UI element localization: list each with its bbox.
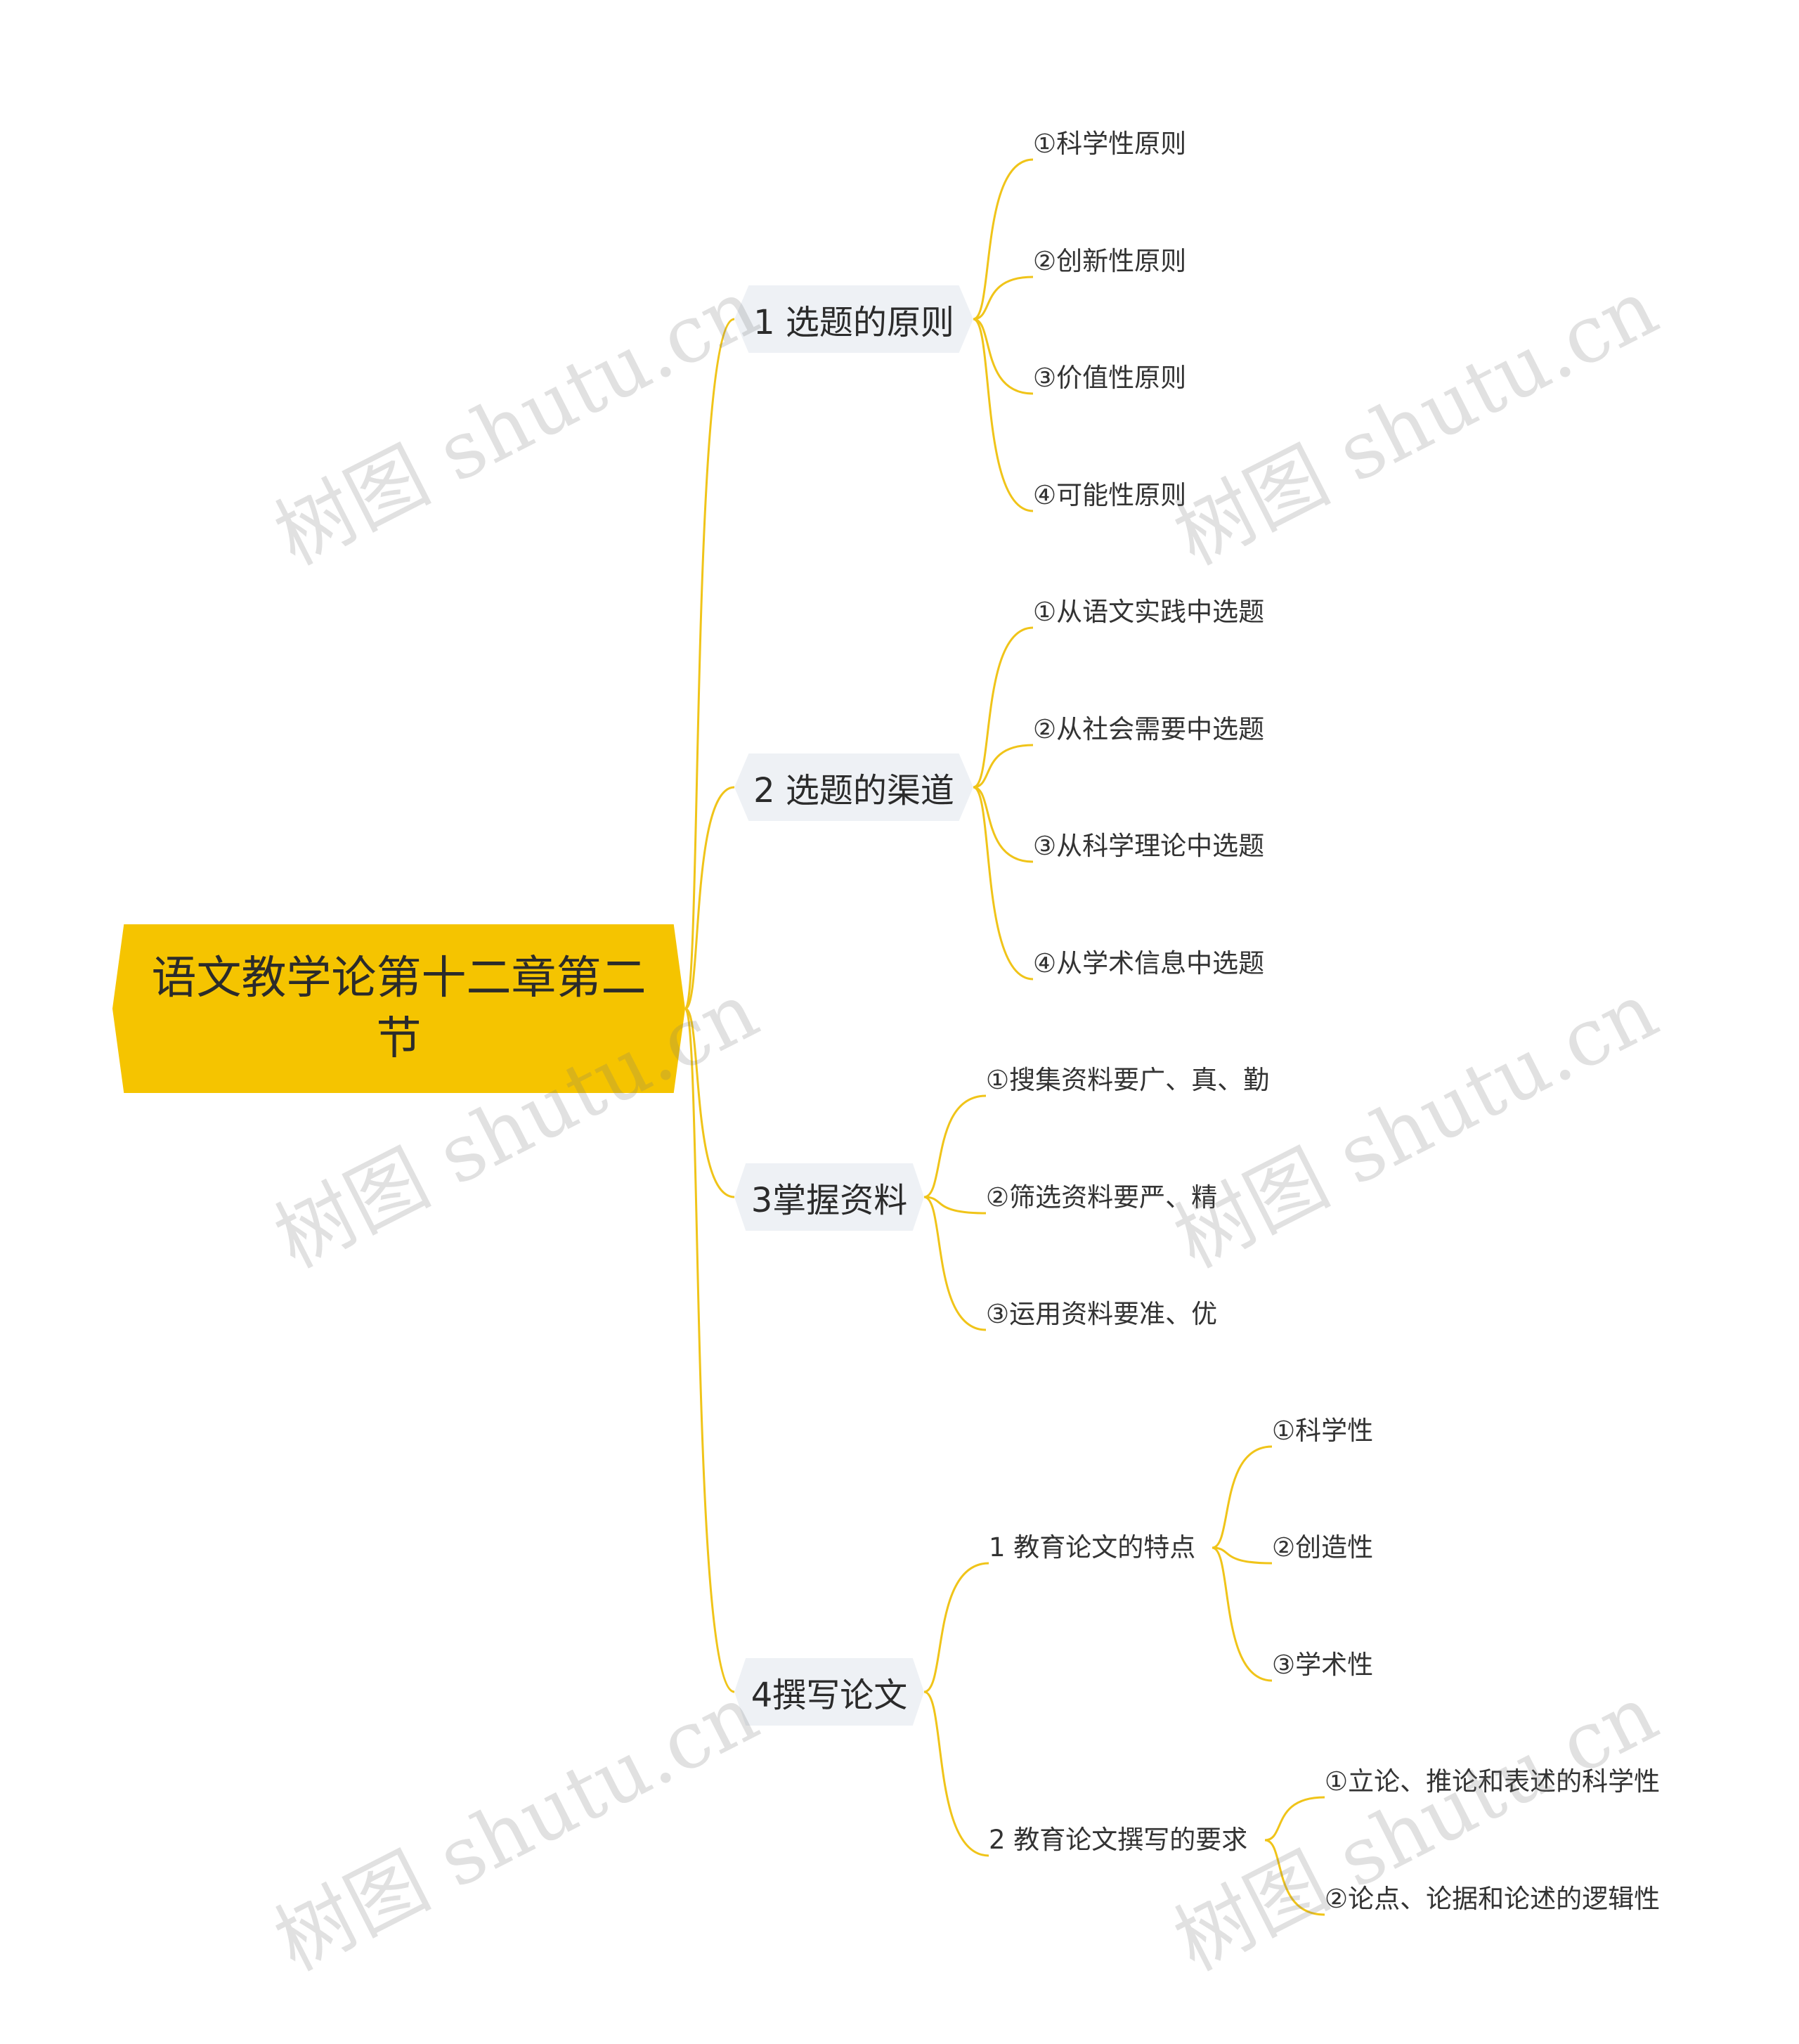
link-leaf-1-4 bbox=[973, 318, 1034, 512]
link-leaf-3-1 bbox=[923, 1094, 987, 1198]
leaf-3-2[interactable]: ②筛选资料要严、精 bbox=[986, 1182, 1218, 1212]
leaf-4-1-1[interactable]: ①科学性 bbox=[1272, 1416, 1374, 1446]
link-leaf-2-1 bbox=[973, 626, 1034, 789]
link-leaf-4-1-3 bbox=[1212, 1546, 1273, 1682]
leaf-4-2-1[interactable]: ①立论、推论和表述的科学性 bbox=[1325, 1766, 1661, 1797]
leaf-4-1-3[interactable]: ③学术性 bbox=[1272, 1650, 1374, 1680]
branch-node-4[interactable]: 4撰写论文 bbox=[734, 1658, 924, 1726]
leaf-2-1[interactable]: ①从语文实践中选题 bbox=[1033, 597, 1265, 627]
link-leaf-4-1-1 bbox=[1212, 1445, 1273, 1549]
sub-node-4-1[interactable]: 1 教育论文的特点 bbox=[989, 1532, 1196, 1563]
link-root-branch-1 bbox=[684, 318, 735, 1010]
link-leaf-2-4 bbox=[973, 786, 1034, 981]
branch-label-3: 3掌握资料 bbox=[751, 1181, 908, 1220]
leaf-3-3[interactable]: ③运用资料要准、优 bbox=[986, 1299, 1218, 1329]
link-root-branch-3 bbox=[684, 1007, 735, 1198]
link-root-branch-4 bbox=[684, 1007, 735, 1693]
root-title: 语文教学论第十二章第二节 bbox=[151, 952, 647, 1065]
leaf-2-3[interactable]: ③从科学理论中选题 bbox=[1033, 831, 1265, 861]
leaf-2-4[interactable]: ④从学术信息中选题 bbox=[1033, 948, 1265, 978]
link-leaf-1-1 bbox=[973, 158, 1034, 321]
leaf-1-2[interactable]: ②创新性原则 bbox=[1033, 246, 1187, 276]
leaf-4-2-2[interactable]: ②论点、论据和论述的逻辑性 bbox=[1325, 1884, 1661, 1914]
leaf-1-1[interactable]: ①科学性原则 bbox=[1033, 129, 1187, 159]
link-leaf-4-2-2 bbox=[1264, 1839, 1325, 1916]
link-leaf-4-1-2 bbox=[1212, 1546, 1273, 1565]
sub-node-4-2[interactable]: 2 教育论文撰写的要求 bbox=[989, 1825, 1248, 1855]
leaf-4-1-2[interactable]: ②创造性 bbox=[1272, 1532, 1374, 1563]
leaf-1-3[interactable]: ③价值性原则 bbox=[1033, 363, 1187, 393]
link-leaf-2-3 bbox=[973, 786, 1034, 863]
branch-node-3[interactable]: 3掌握资料 bbox=[734, 1163, 924, 1231]
link-sub-4-2 bbox=[923, 1690, 989, 1857]
link-leaf-1-3 bbox=[973, 318, 1034, 395]
branch-label-1: 1 选题的原则 bbox=[753, 303, 954, 342]
branch-label-2: 2 选题的渠道 bbox=[753, 771, 954, 810]
link-leaf-3-3 bbox=[923, 1196, 987, 1331]
branch-label-4: 4撰写论文 bbox=[751, 1676, 908, 1715]
branch-node-1[interactable]: 1 选题的原则 bbox=[734, 285, 973, 353]
leaf-2-2[interactable]: ②从社会需要中选题 bbox=[1033, 714, 1265, 744]
branch-node-2[interactable]: 2 选题的渠道 bbox=[734, 753, 973, 821]
link-leaf-3-2 bbox=[923, 1196, 987, 1215]
link-leaf-1-2 bbox=[973, 276, 1034, 321]
link-leaf-2-2 bbox=[973, 744, 1034, 789]
link-root-branch-2 bbox=[684, 786, 735, 1010]
root-node[interactable]: 语文教学论第十二章第二节 bbox=[112, 924, 685, 1093]
link-leaf-4-2-1 bbox=[1264, 1796, 1325, 1842]
leaf-3-1[interactable]: ①搜集资料要广、真、勤 bbox=[986, 1065, 1270, 1095]
link-sub-4-1 bbox=[923, 1562, 989, 1693]
leaf-1-4[interactable]: ④可能性原则 bbox=[1033, 480, 1187, 510]
